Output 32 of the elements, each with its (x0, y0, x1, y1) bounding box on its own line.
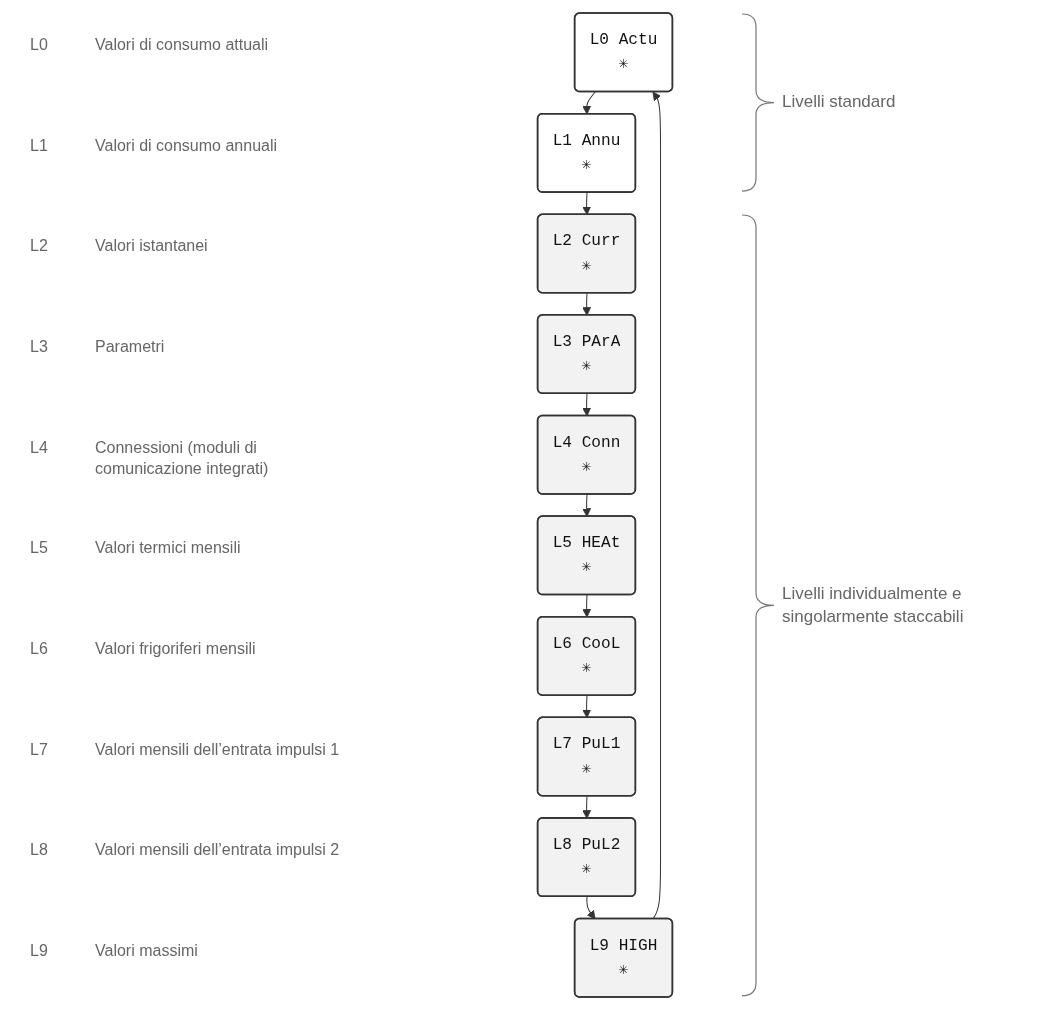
arrow (582, 292, 592, 316)
group-label: Livelli standard (782, 91, 897, 114)
arrow (582, 795, 592, 819)
level-code: L3 (30, 337, 48, 358)
arrow (582, 594, 592, 618)
level-description: Valori di consumo attuali (95, 35, 270, 56)
level-description: Valori istantanei (95, 236, 209, 257)
arrow (586, 896, 596, 920)
level-code: L7 (30, 739, 48, 760)
level-description: Valori termici mensili (95, 538, 242, 559)
arrow (582, 91, 596, 115)
level-description: Parametri (95, 337, 166, 358)
level-description: Valori frigoriferi mensili (95, 638, 257, 659)
group-label: Livelli individualmente e singolarmente staccabili (782, 582, 965, 628)
arrow (582, 695, 592, 719)
level-description: Valori mensili dell’entrata impulsi 2 (95, 840, 341, 861)
level-description: Valori massimi (95, 940, 199, 961)
arrow (652, 91, 662, 920)
level-code: L4 (30, 437, 48, 458)
arrow (582, 393, 592, 417)
level-code: L2 (30, 236, 48, 257)
level-code: L5 (30, 538, 48, 559)
level-code: L1 (30, 135, 48, 156)
level-code: L0 (30, 35, 48, 56)
level-code: L9 (30, 940, 48, 961)
level-code: L6 (30, 638, 48, 659)
level-description: Valori di consumo annuali (95, 135, 279, 156)
level-description: Valori mensili dell’entrata impulsi 1 (95, 739, 341, 760)
level-description: Connessioni (moduli di comunicazione integrati) (95, 437, 270, 480)
level-code: L8 (30, 840, 48, 861)
arrow (582, 192, 592, 216)
arrow (582, 493, 592, 517)
